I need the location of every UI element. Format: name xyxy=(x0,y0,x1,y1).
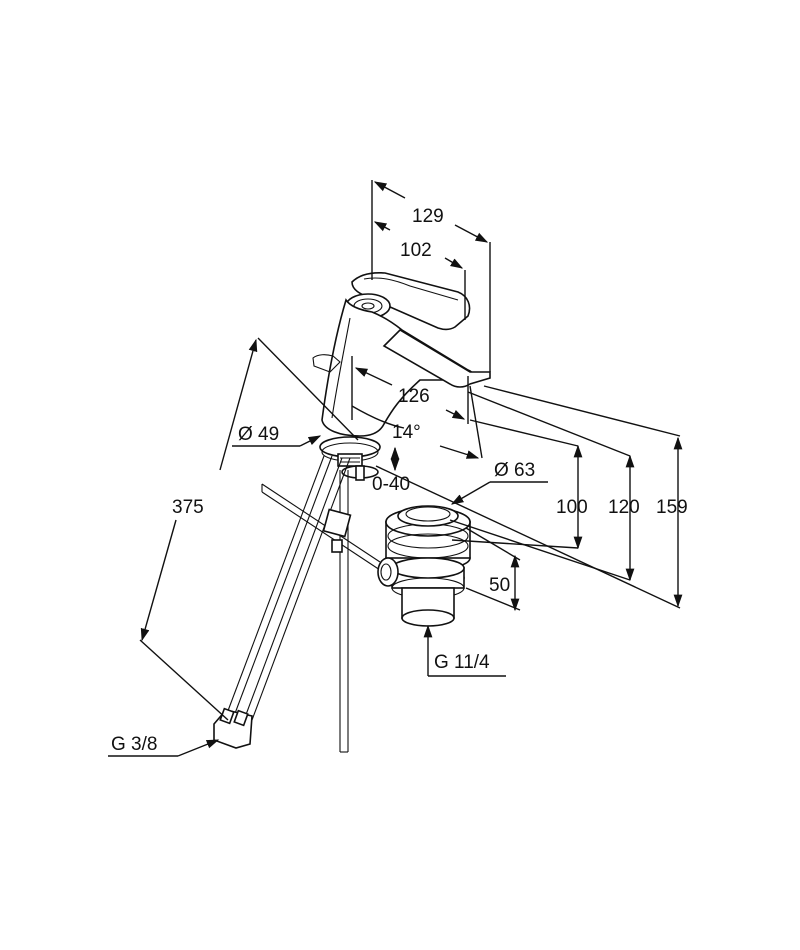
label-height-50: 50 xyxy=(489,575,510,596)
spout xyxy=(382,328,491,388)
label-thread-supply: G 3/8 xyxy=(111,734,157,755)
label-129: 129 xyxy=(412,206,444,227)
dimension-labels: 129 102 126 14° Ø 49 0-40 Ø 63 100 120 1… xyxy=(111,206,688,755)
diameter-symbol-49: Ø xyxy=(238,424,253,445)
waste-plug xyxy=(397,505,459,527)
dimension-lines xyxy=(108,180,683,757)
linkage-rod xyxy=(261,483,381,563)
label-diameter-63: 63 xyxy=(514,460,535,481)
label-126: 126 xyxy=(398,386,430,407)
supply-hoses xyxy=(213,455,381,753)
waste-assembly xyxy=(377,505,471,627)
diameter-symbol-63: Ø xyxy=(494,460,509,481)
faucet-body xyxy=(312,271,491,481)
faucet-housing xyxy=(321,298,474,437)
label-height-120: 120 xyxy=(608,497,640,518)
label-range-0-40: 0-40 xyxy=(372,474,410,495)
label-thread-waste: G 11/4 xyxy=(434,652,490,673)
label-angle-14: 14° xyxy=(392,422,421,443)
label-length-375: 375 xyxy=(172,497,204,518)
label-diameter-49: 49 xyxy=(258,424,279,445)
label-height-100: 100 xyxy=(556,497,588,518)
label-102: 102 xyxy=(400,240,432,261)
label-height-159: 159 xyxy=(656,497,688,518)
